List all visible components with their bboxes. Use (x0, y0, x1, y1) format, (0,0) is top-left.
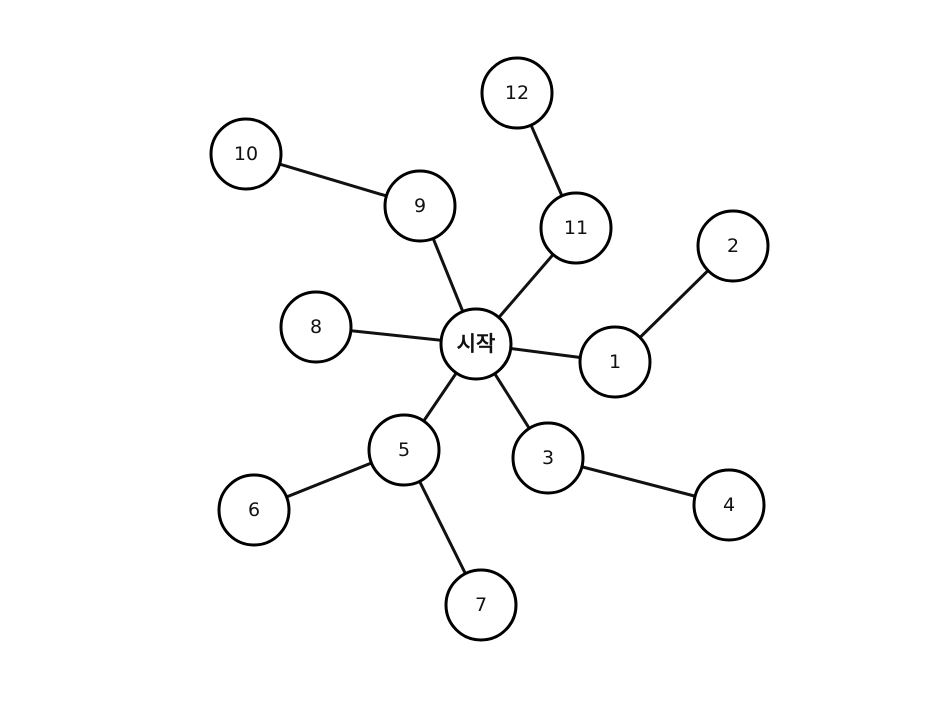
node-circle-n5 (367, 413, 441, 487)
node-label-n12: 12 (505, 82, 529, 104)
node-n1: 1 (578, 325, 652, 399)
node-label-n2: 2 (727, 235, 739, 257)
node-n11: 11 (539, 191, 613, 265)
node-circle-n7 (444, 568, 518, 642)
node-label-n3: 3 (542, 447, 554, 469)
node-n8: 8 (279, 290, 353, 364)
node-n5: 5 (367, 413, 441, 487)
node-label-n10: 10 (234, 143, 258, 165)
node-circle-n4 (692, 468, 766, 542)
node-start: 시작 (439, 307, 513, 381)
node-circle-n3 (511, 421, 585, 495)
node-label-start: 시작 (457, 332, 496, 356)
node-circle-n1 (578, 325, 652, 399)
node-label-n9: 9 (414, 195, 426, 217)
node-circle-n9 (383, 169, 457, 243)
node-circle-n8 (279, 290, 353, 364)
node-label-n5: 5 (398, 439, 410, 461)
node-circle-n12 (480, 56, 554, 130)
node-label-n6: 6 (248, 499, 260, 521)
node-n12: 12 (480, 56, 554, 130)
node-circle-start (439, 307, 513, 381)
node-n10: 10 (209, 117, 283, 191)
node-circle-n6 (217, 473, 291, 547)
node-n7: 7 (444, 568, 518, 642)
node-n2: 2 (696, 209, 770, 283)
node-n4: 4 (692, 468, 766, 542)
node-n6: 6 (217, 473, 291, 547)
node-label-n8: 8 (310, 316, 322, 338)
node-circle-n2 (696, 209, 770, 283)
node-n9: 9 (383, 169, 457, 243)
node-label-n11: 11 (564, 217, 588, 239)
node-label-n1: 1 (609, 351, 621, 373)
node-label-n7: 7 (475, 594, 487, 616)
node-circle-n11 (539, 191, 613, 265)
node-circle-n10 (209, 117, 283, 191)
node-n3: 3 (511, 421, 585, 495)
node-label-n4: 4 (723, 494, 735, 516)
